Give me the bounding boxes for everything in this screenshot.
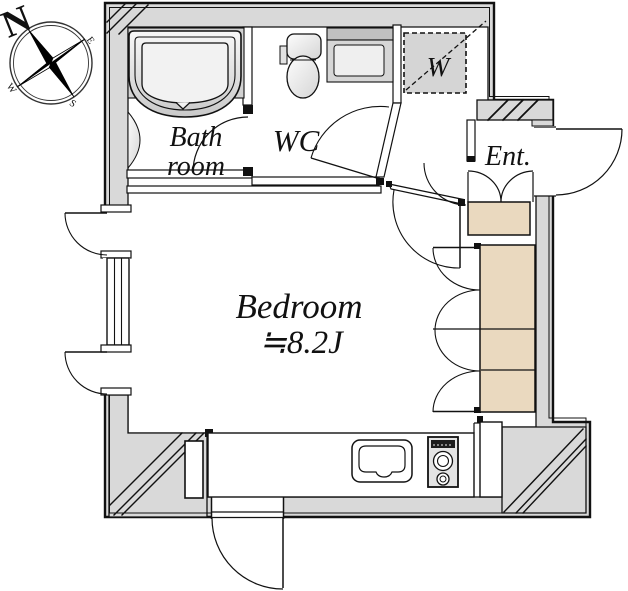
w-closet: W <box>403 20 487 94</box>
wc-room: WC <box>273 27 394 180</box>
entrance-label: Ent. <box>484 141 531 172</box>
casement-window-1 <box>64 204 132 259</box>
bathroom-label-1: Bath <box>170 122 223 153</box>
kitchen <box>207 421 503 498</box>
bathtub <box>128 30 242 118</box>
wc-basin <box>326 27 394 83</box>
compass-east-label: E <box>84 35 97 46</box>
compass-star-white <box>16 38 86 88</box>
entrance: Ent. <box>423 141 534 236</box>
bathroom-label-2: room <box>167 151 225 182</box>
compass-south-label: S <box>67 98 78 110</box>
wc-label: WC <box>273 123 320 158</box>
bedroom: Bedroom ≒8.2J <box>235 189 461 361</box>
hatched-wall <box>476 98 554 127</box>
shoe-cabinet <box>467 201 531 236</box>
stove <box>427 436 459 488</box>
closet <box>432 244 536 413</box>
tall-window <box>103 257 130 346</box>
compass-star <box>16 28 86 98</box>
bedroom-size-label: ≒8.2J <box>259 325 344 361</box>
bathroom: Bath room <box>127 27 249 182</box>
toilet <box>279 33 322 99</box>
corner-block-se <box>501 426 587 514</box>
corner-block-sw <box>108 394 208 518</box>
entrance-door <box>534 126 623 197</box>
kitchen-sink <box>351 439 413 483</box>
bedroom-label: Bedroom <box>235 287 362 326</box>
casement-window-2 <box>64 344 132 396</box>
building <box>103 1 592 519</box>
compass-north-label: N <box>0 0 37 46</box>
south-door <box>210 496 285 590</box>
compass-rose: N E W S <box>0 0 96 110</box>
w-closet-label: W <box>427 52 452 82</box>
